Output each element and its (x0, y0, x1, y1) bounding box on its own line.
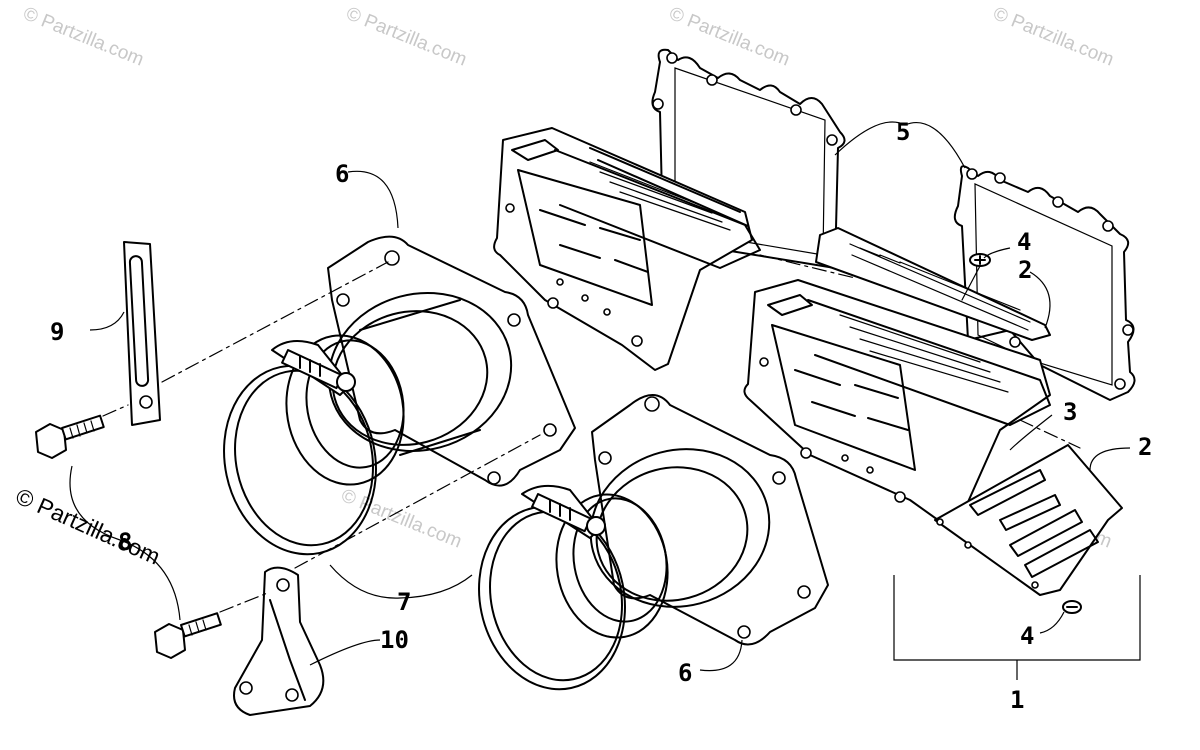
watermark-3: © Partzilla.com (666, 3, 793, 70)
callout-10: 10 (380, 626, 409, 654)
callout-4-upper: 4 (1017, 228, 1031, 256)
watermark-1: © Partzilla.com (20, 3, 147, 70)
leader-lines (69, 121, 1141, 680)
bolt-lower (154, 612, 222, 659)
clamp-lower (478, 484, 626, 691)
callout-1: 1 (1010, 686, 1024, 714)
reed-block-upper (493, 127, 761, 371)
watermark-4: © Partzilla.com (990, 3, 1117, 70)
callout-labels: 1 2 2 3 4 4 5 6 6 7 8 9 10 (50, 118, 1152, 714)
screw-lower (1062, 600, 1082, 614)
gasket-upper (651, 48, 846, 269)
reed-plate-upper (815, 227, 1051, 341)
callout-3: 3 (1063, 398, 1077, 426)
reed-block-lower (743, 279, 1051, 526)
callout-6-lower: 6 (678, 659, 692, 687)
plate-9 (123, 241, 161, 426)
callout-8: 8 (118, 528, 132, 556)
intake-boot-lower (555, 394, 829, 646)
callout-5: 5 (896, 118, 910, 146)
watermark-2: © Partzilla.com (343, 3, 470, 70)
callout-4-lower: 4 (1020, 622, 1034, 650)
intake-boot-upper (285, 235, 576, 487)
alignment-lines (102, 254, 1081, 613)
bracket-10 (233, 566, 325, 716)
callout-2-upper: 2 (1018, 256, 1032, 284)
callout-2-lower: 2 (1138, 433, 1152, 461)
callout-9: 9 (50, 318, 64, 346)
callout-7: 7 (397, 588, 411, 616)
reed-plate-lower (934, 444, 1123, 596)
bolt-upper (35, 414, 105, 459)
callout-6-upper: 6 (335, 160, 349, 188)
clamp-upper (223, 340, 377, 556)
partzilla-watermark: © Partzilla.com (12, 483, 164, 570)
